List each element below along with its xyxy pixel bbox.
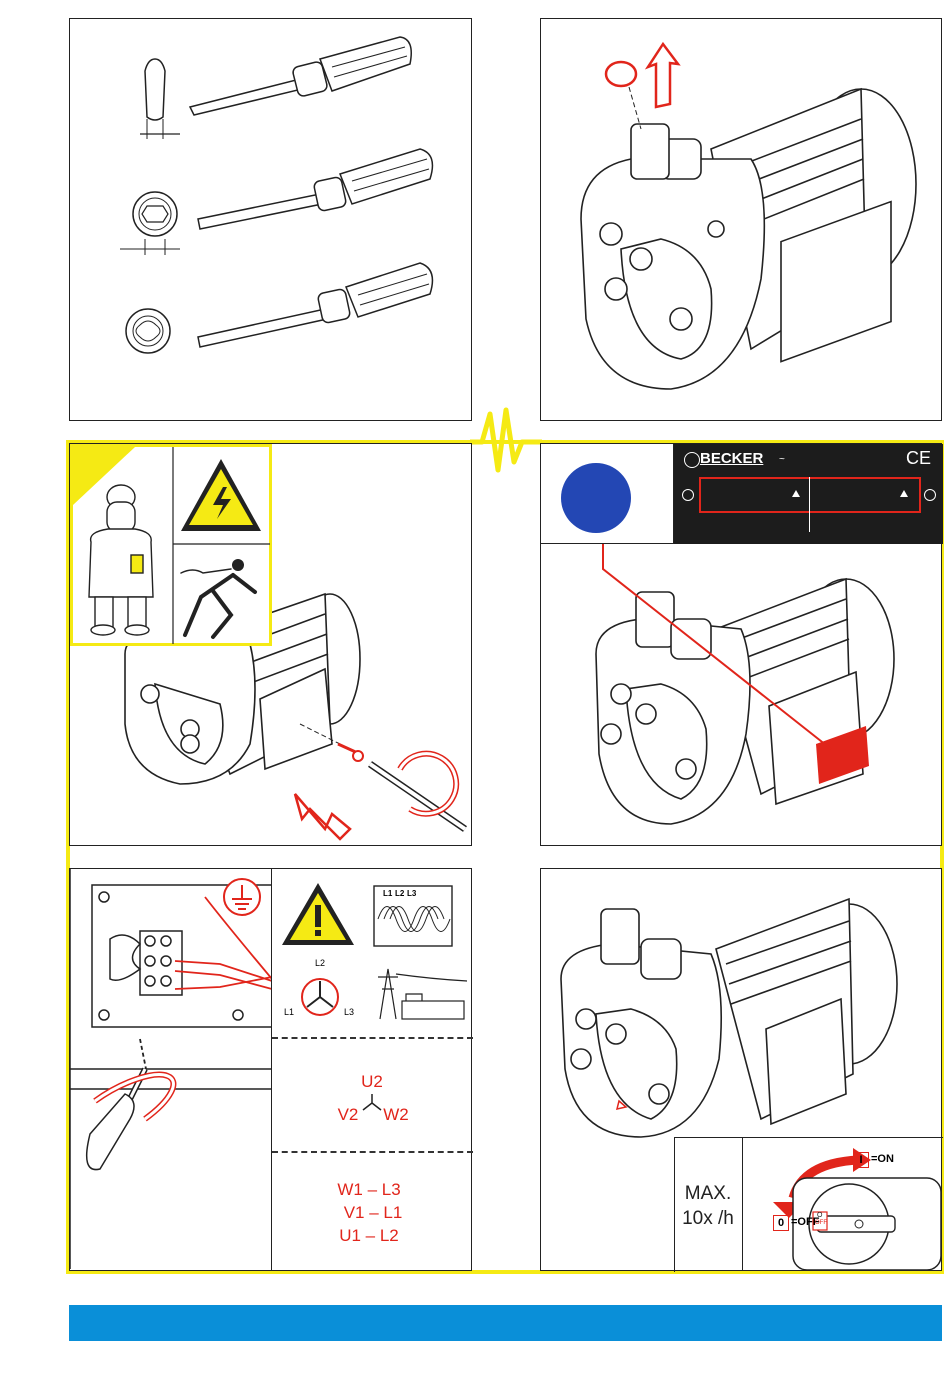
phase-label-l1: L1 [383, 889, 392, 898]
wiring-info-column: L1 L2 L3 L2 L1 L3 U2 V2 W2 W1 – L3 V1 – … [271, 869, 473, 1270]
screwdriver-rotation-icon [87, 1069, 174, 1170]
power-pylon-icon [378, 969, 467, 1019]
electrician-warning-box [70, 444, 272, 646]
rotation-label-l3: L3 [344, 1007, 354, 1017]
phase-label-l3: L3 [407, 889, 416, 898]
connection-w1-l3: W1 – L3 [272, 1180, 466, 1200]
electrical-safety-panel [69, 443, 472, 846]
nameplate-panel: BECKER ~ CE [540, 443, 942, 846]
pump-illustration-top [541, 19, 941, 419]
frequency-label: 10x /h [675, 1208, 741, 1230]
break-zigzag-icon [470, 400, 542, 480]
on-label: =ON [871, 1153, 894, 1165]
flat-screwdriver-icon [140, 37, 411, 139]
safety-highlight-divider [472, 845, 540, 867]
wiring-panel: L1 L2 L3 L2 L1 L3 U2 V2 W2 W1 – L3 V1 – … [69, 868, 472, 1271]
dashed-divider-2 [272, 1151, 473, 1153]
pump-illustration-bottom [541, 869, 941, 1139]
dial-o-mark: O [817, 1212, 822, 1219]
footer-bar [69, 1305, 942, 1341]
pump-cap-panel [540, 18, 942, 421]
star-w2: W2 [376, 1105, 416, 1125]
off-symbol-box: 0 [773, 1215, 789, 1231]
nameplate-location-illustration [541, 444, 941, 844]
connection-v1-l1: V1 – L1 [276, 1203, 470, 1223]
electric-shock-icon [181, 559, 255, 637]
tools-panel [69, 18, 472, 421]
torx-screwdriver-icon [126, 263, 432, 353]
star-u2: U2 [352, 1072, 392, 1092]
general-warning-icon [282, 883, 354, 945]
pump-motor [581, 89, 916, 389]
hex-screwdriver-icon [120, 149, 432, 255]
dial-off-mark: OFF [815, 1220, 827, 1226]
connection-u1-l2: U1 – L2 [272, 1226, 466, 1246]
frequency-cell: MAX. 10x /h [675, 1138, 743, 1271]
dashed-divider-1 [272, 1037, 473, 1039]
max-label: MAX. [675, 1183, 741, 1205]
rotation-label-l1: L1 [284, 1007, 294, 1017]
star-v2: V2 [328, 1105, 368, 1125]
ground-symbol-icon [224, 879, 260, 915]
rotation-label-l2: L2 [315, 958, 325, 968]
switching-panel: MAX. 10x /h I =ON 0 =OFF O OFF [540, 868, 942, 1271]
high-voltage-warning-icon [181, 459, 261, 531]
rotation-arrow-icon [302, 979, 338, 1015]
terminal-box-illustration [70, 869, 272, 1269]
electrician-illustration [73, 447, 270, 644]
tools-illustration [70, 19, 470, 419]
phase-label-l2: L2 [395, 889, 404, 898]
on-symbol-box: I [853, 1152, 869, 1168]
cap-removal-arrow-icon [606, 44, 678, 129]
rotary-switch-icon [743, 1138, 943, 1271]
wiring-warning-illustration [272, 869, 472, 1037]
switch-info-box: MAX. 10x /h I =ON 0 =OFF O OFF [674, 1137, 943, 1272]
